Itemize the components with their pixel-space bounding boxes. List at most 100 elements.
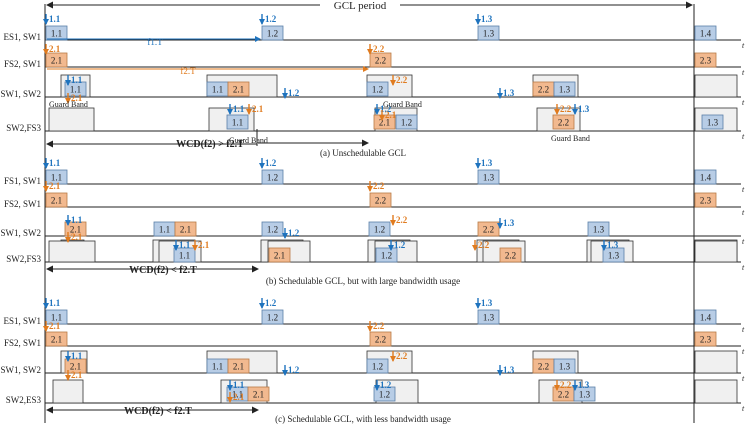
frame-label: 2.2 [375, 56, 386, 66]
frame-f1 [694, 169, 717, 185]
frame-f1 [477, 309, 500, 325]
arrival-label: 1.2 [394, 240, 406, 250]
frame-label: 2.1 [51, 335, 62, 345]
frame-f2 [552, 114, 575, 130]
frame-label: 1.3 [593, 225, 605, 235]
frame-label: 1.3 [707, 118, 719, 128]
row-label: SW2,FS3 [6, 254, 41, 264]
frame-f2 [499, 247, 522, 263]
frame-label: 2.3 [700, 56, 712, 66]
frame-label: 1.1 [232, 390, 243, 400]
frame-f1 [477, 169, 500, 185]
arrival-label: 2.2 [478, 240, 490, 250]
arrival-label: 1.3 [607, 240, 619, 250]
arrival-label: 1.3 [578, 380, 590, 390]
frame-f1 [368, 221, 391, 237]
frame-label: 1.1 [212, 362, 223, 372]
arrival-label: 1.2 [265, 158, 277, 168]
frame-f2 [64, 358, 87, 374]
guard-band-label: Guard Band [383, 100, 422, 109]
arrival-label: 1.2 [380, 380, 392, 390]
arrival-label: 1.3 [503, 365, 515, 375]
arrival-label: 1.2 [265, 298, 277, 308]
frame-label: 2.1 [253, 390, 264, 400]
arrival-label: 2.1 [252, 104, 264, 114]
arrival-label: 2.1 [71, 93, 83, 103]
frame-f2 [369, 52, 392, 68]
time-axis-label: t [742, 132, 745, 141]
frame-f2 [694, 331, 717, 347]
frame-label: 1.1 [51, 173, 62, 183]
frame-f1 [226, 114, 249, 130]
gate-open-window [694, 74, 738, 98]
guard-band-label: Guard Band [229, 136, 268, 145]
frame-f1 [173, 247, 196, 263]
frame-label: 2.2 [375, 335, 386, 345]
arrival-label: 2.1 [71, 370, 83, 380]
row-label: ES1, SW1 [3, 316, 41, 326]
frame-f2 [694, 192, 717, 208]
frame-label: 2.1 [51, 196, 62, 206]
frame-label: 1.3 [579, 390, 591, 400]
arrival-label: 1.1 [49, 298, 61, 308]
frame-f1 [694, 25, 717, 41]
arrival-label: 2.1 [385, 110, 397, 120]
frame-f1 [261, 221, 284, 237]
frame-f2 [45, 331, 68, 347]
frame-f2 [227, 81, 250, 97]
arrival-label: 1.2 [265, 14, 277, 24]
arrival-label: 2.1 [71, 232, 83, 242]
arrival-label: 1.2 [288, 228, 300, 238]
frame-label: 1.2 [267, 29, 278, 39]
row-label: SW1, SW2 [1, 89, 42, 99]
frame-label: 1.2 [372, 362, 383, 372]
arrival-label: 2.2 [396, 351, 408, 361]
gate-open-window [52, 379, 84, 404]
arrival-label: 2.1 [233, 392, 245, 402]
caption-b: (b) Schedulable GCL, but with large band… [266, 276, 460, 286]
frame-f1 [477, 25, 500, 41]
arrival-label: 1.2 [380, 104, 392, 114]
frame-label: 2.1 [233, 85, 244, 95]
guard-band-label: Guard Band [49, 100, 88, 109]
frame-f1 [366, 358, 389, 374]
frame-label: 2.1 [379, 118, 390, 128]
frame-label: 2.3 [700, 196, 712, 206]
gate-open-window [48, 107, 95, 132]
row-label: FS2, SW1 [4, 338, 41, 348]
arrival-label: 1.1 [179, 240, 191, 250]
arrival-label: 1.3 [578, 104, 590, 114]
row-label: ES1, SW1 [3, 32, 41, 42]
frame-f1 [45, 25, 68, 41]
frame-f1 [261, 25, 284, 41]
gcl-period-label: GCL period [334, 0, 387, 12]
frame-f1 [553, 358, 576, 374]
arrival-label: 1.1 [49, 14, 61, 24]
arrival-label: 1.1 [233, 380, 245, 390]
frame-label: 2.2 [538, 362, 549, 372]
frame-f1 [45, 309, 68, 325]
arrival-label: 1.3 [481, 14, 493, 24]
row-label: SW1, SW2 [1, 228, 42, 238]
frame-f1 [587, 221, 610, 237]
row-label: FS2, SW1 [4, 199, 41, 209]
time-axis-label: t [742, 347, 745, 356]
gate-open-window [694, 350, 738, 374]
frame-f1 [694, 309, 717, 325]
wcd-label-a: WCD(f2) > f2.T [176, 139, 244, 150]
frame-f1 [261, 309, 284, 325]
frame-label: 2.2 [558, 390, 569, 400]
frame-label: 1.3 [483, 29, 495, 39]
row-label: FS2, SW1 [4, 59, 41, 69]
frame-label: 1.2 [267, 173, 278, 183]
frame-label: 1.1 [51, 29, 62, 39]
frame-label: 1.4 [700, 173, 712, 183]
frame-f1 [573, 386, 596, 402]
frame-f2 [45, 52, 68, 68]
gate-open-window [48, 240, 96, 263]
wcd-label-b: WCD(f2) < f2.T [129, 265, 197, 276]
arrival-label: 1.1 [71, 351, 83, 361]
arrival-label: 1.3 [503, 218, 515, 228]
frame-label: 2.1 [180, 225, 191, 235]
